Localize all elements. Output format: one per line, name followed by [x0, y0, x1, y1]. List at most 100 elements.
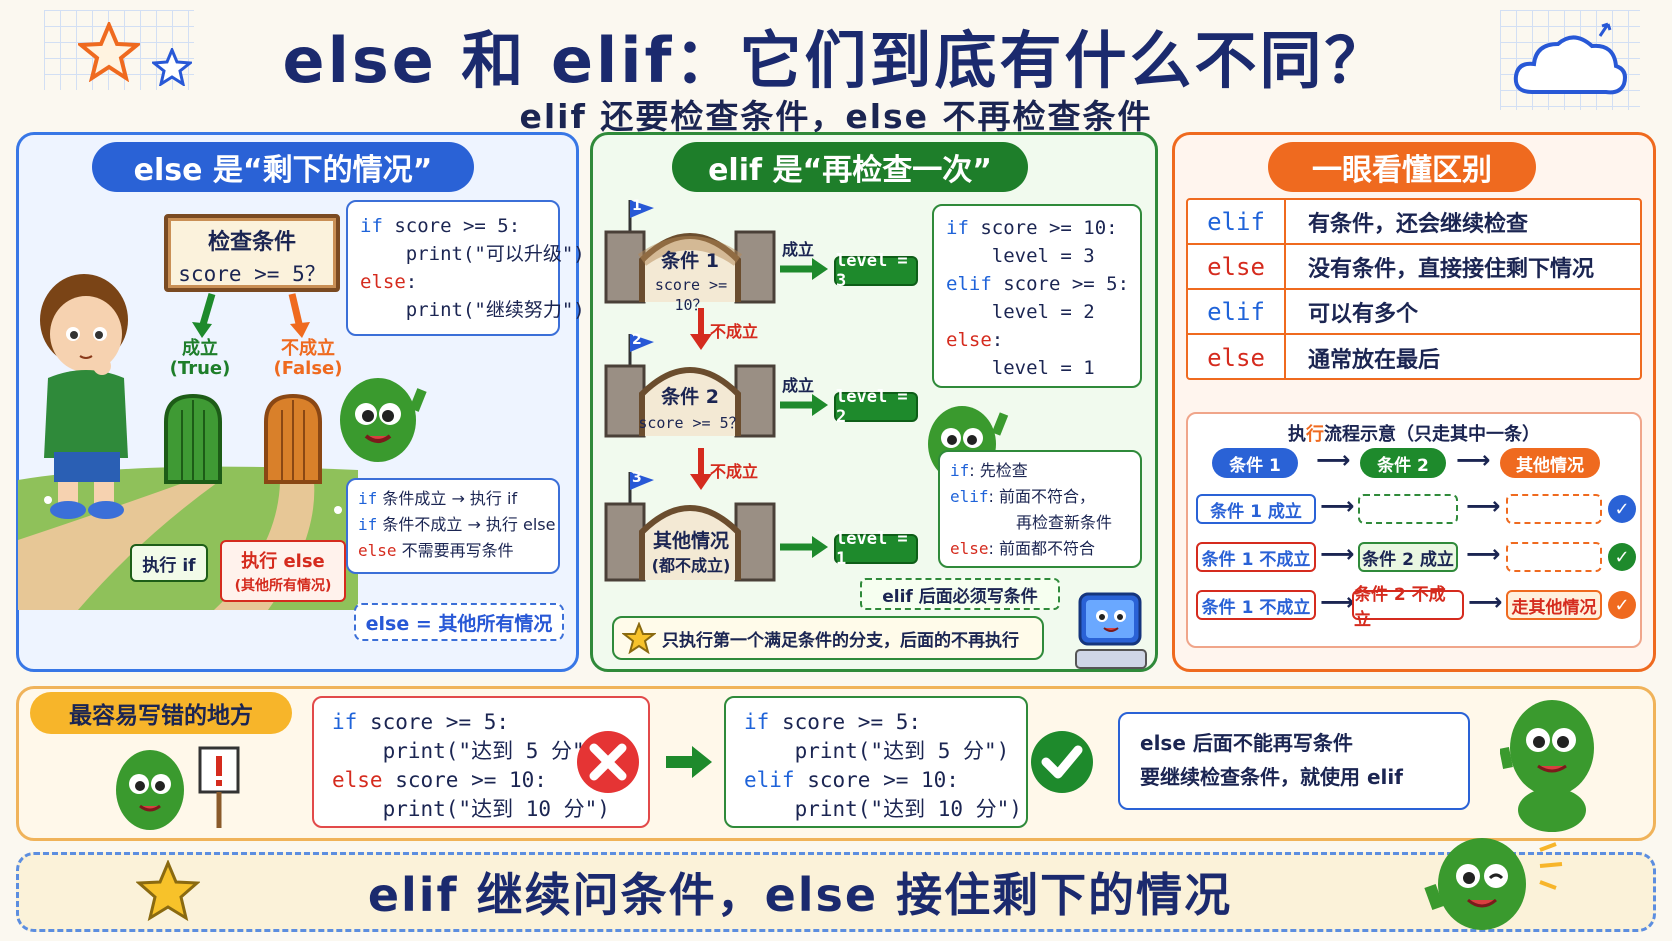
run-else-tag: 执行 else (其他所有情况)	[220, 540, 346, 602]
code-line: print("可以升级")	[360, 243, 585, 265]
else-explanation-box: if 条件成立 → 执行 if if 条件不成立 → 执行 else else …	[346, 478, 560, 574]
first-match-text: 只执行第一个满足条件的分支，后面的不再执行	[662, 630, 1019, 651]
note-line: : 先检查	[969, 461, 1028, 480]
flag-number-2: 2	[632, 332, 642, 348]
code-line: level = 3	[946, 245, 1095, 267]
green-mascot-icon	[116, 750, 184, 830]
arch-3-title: 其他情况	[652, 530, 729, 552]
diff-value: 通常放在最后	[1308, 347, 1441, 373]
note-line: 条件不成立 → 执行 else	[377, 515, 556, 534]
level-3-result: level = 3	[834, 251, 918, 291]
level-1-result: level = 1	[834, 529, 918, 569]
diff-key: else	[1188, 245, 1286, 288]
arch-2-condition: score >= 5？	[638, 414, 744, 432]
false-label: 不成立	[281, 338, 335, 359]
code-keyword: elif	[744, 768, 795, 792]
flow-title: 执行流程示意（只走其中一条）	[1188, 420, 1640, 446]
flow-row3-other: 走其他情况	[1506, 590, 1602, 620]
arch-gate-1	[604, 200, 776, 304]
elif-panel-title: elif 是“再检查一次”	[672, 142, 1028, 192]
code-line: level = 1	[946, 357, 1095, 379]
arrow-right-icon: ⟶	[1468, 588, 1503, 616]
flow-chip-text: 条件 1 不成立	[1201, 549, 1311, 570]
arch-3-condition: (都不成立)	[651, 556, 731, 575]
run-else-label: 执行 else	[241, 551, 325, 572]
code-keyword: elif	[946, 273, 992, 295]
arch-gate-3	[604, 472, 776, 582]
arrow-down-icon	[690, 308, 712, 350]
code-keyword: if	[360, 215, 383, 237]
level-2-result: level = 2	[834, 387, 918, 427]
note-keyword: elif	[950, 487, 989, 506]
note-line: : 前面都不符合	[988, 539, 1096, 558]
diff-value: 可以有多个	[1308, 301, 1419, 327]
run-if-tag: 执行 if	[130, 544, 208, 582]
diff-key: else	[1188, 335, 1286, 380]
code-keyword: if	[332, 710, 358, 734]
flow-head-cond1: 条件 1	[1212, 448, 1298, 478]
computer-icon	[1075, 592, 1147, 669]
arch-2-title: 条件 2	[661, 386, 719, 408]
note-keyword: if	[358, 489, 378, 508]
elif-explanation-box: if: 先检查 elif: 前面不符合， 再检查新条件 else: 前面都不符合	[938, 450, 1142, 568]
note-keyword: else	[358, 541, 397, 560]
code-keyword: else	[946, 329, 992, 351]
summary-banner	[16, 852, 1656, 932]
arch-1-title: 条件 1	[661, 250, 719, 272]
note-line: 不需要再写条件	[396, 541, 514, 560]
page-title: else 和 elif：它们到底有什么不同？	[282, 24, 1390, 97]
code-keyword: else	[332, 768, 383, 792]
flow-row1-empty	[1506, 494, 1602, 524]
sign-line-1: 检查条件	[207, 230, 296, 255]
flow-title-part: 行	[1306, 424, 1324, 445]
warning-icon	[198, 746, 240, 828]
not-ok-label-1: 不成立	[710, 322, 759, 341]
note-line: 再检查新条件	[1016, 513, 1113, 532]
star-icon	[152, 48, 192, 86]
check-icon	[1031, 731, 1093, 793]
check-icon: ✓	[1608, 591, 1636, 619]
note-line: 条件成立 → 执行 if	[377, 489, 518, 508]
ok-label-2: 成立	[782, 376, 815, 395]
code-line: score >= 5:	[382, 215, 521, 237]
green-door-icon	[164, 393, 222, 484]
flag-number-3: 3	[632, 470, 642, 486]
code-line: :	[991, 329, 1004, 351]
code-line: score >= 5:	[769, 710, 922, 734]
true-sub-label: (True)	[169, 358, 231, 379]
code-line: score >= 10:	[382, 768, 547, 792]
arrow-right-icon: ⟶	[1320, 588, 1355, 616]
else-code-block: if score >= 5: print("可以升级") else: print…	[346, 200, 585, 336]
branch-arrows	[192, 293, 310, 338]
flow-row2-empty	[1506, 542, 1602, 572]
arrow-right-icon	[666, 746, 712, 778]
code-line: print("达到 5 分")	[332, 739, 598, 763]
error-speech-bubble: else 后面不能再写条件 要继续检查条件，就使用 elif	[1118, 712, 1470, 810]
green-mascot-icon	[340, 378, 427, 462]
green-mascot-icon	[1500, 700, 1594, 832]
correct-code-block: if score >= 5: print("达到 5 分") elif scor…	[724, 696, 1028, 828]
green-mascot-icon	[1424, 838, 1526, 930]
arrow-right-icon	[780, 536, 828, 558]
flow-head-other: 其他情况	[1500, 448, 1600, 478]
note-keyword: if	[950, 461, 970, 480]
bubble-line-1: else 后面不能再写条件	[1140, 731, 1353, 755]
code-line: :	[405, 271, 418, 293]
code-keyword: if	[946, 217, 969, 239]
code-line: score >= 5:	[991, 273, 1130, 295]
note-keyword: if	[358, 515, 378, 534]
flow-head-cond2: 条件 2	[1360, 448, 1446, 478]
diff-value: 有条件，还会继续检查	[1308, 211, 1529, 237]
arrow-right-icon	[780, 258, 828, 280]
flow-title-part: 执	[1288, 424, 1306, 445]
check-icon: ✓	[1608, 543, 1636, 571]
code-keyword: if	[744, 710, 770, 734]
cloud-icon	[1513, 22, 1627, 95]
flow-row1-cond1: 条件 1 成立	[1196, 494, 1316, 524]
diff-panel-title: 一眼看懂区别	[1268, 142, 1536, 192]
note-line: : 前面不符合，	[988, 487, 1096, 506]
first-match-note: 只执行第一个满足条件的分支，后面的不再执行	[612, 616, 1044, 660]
